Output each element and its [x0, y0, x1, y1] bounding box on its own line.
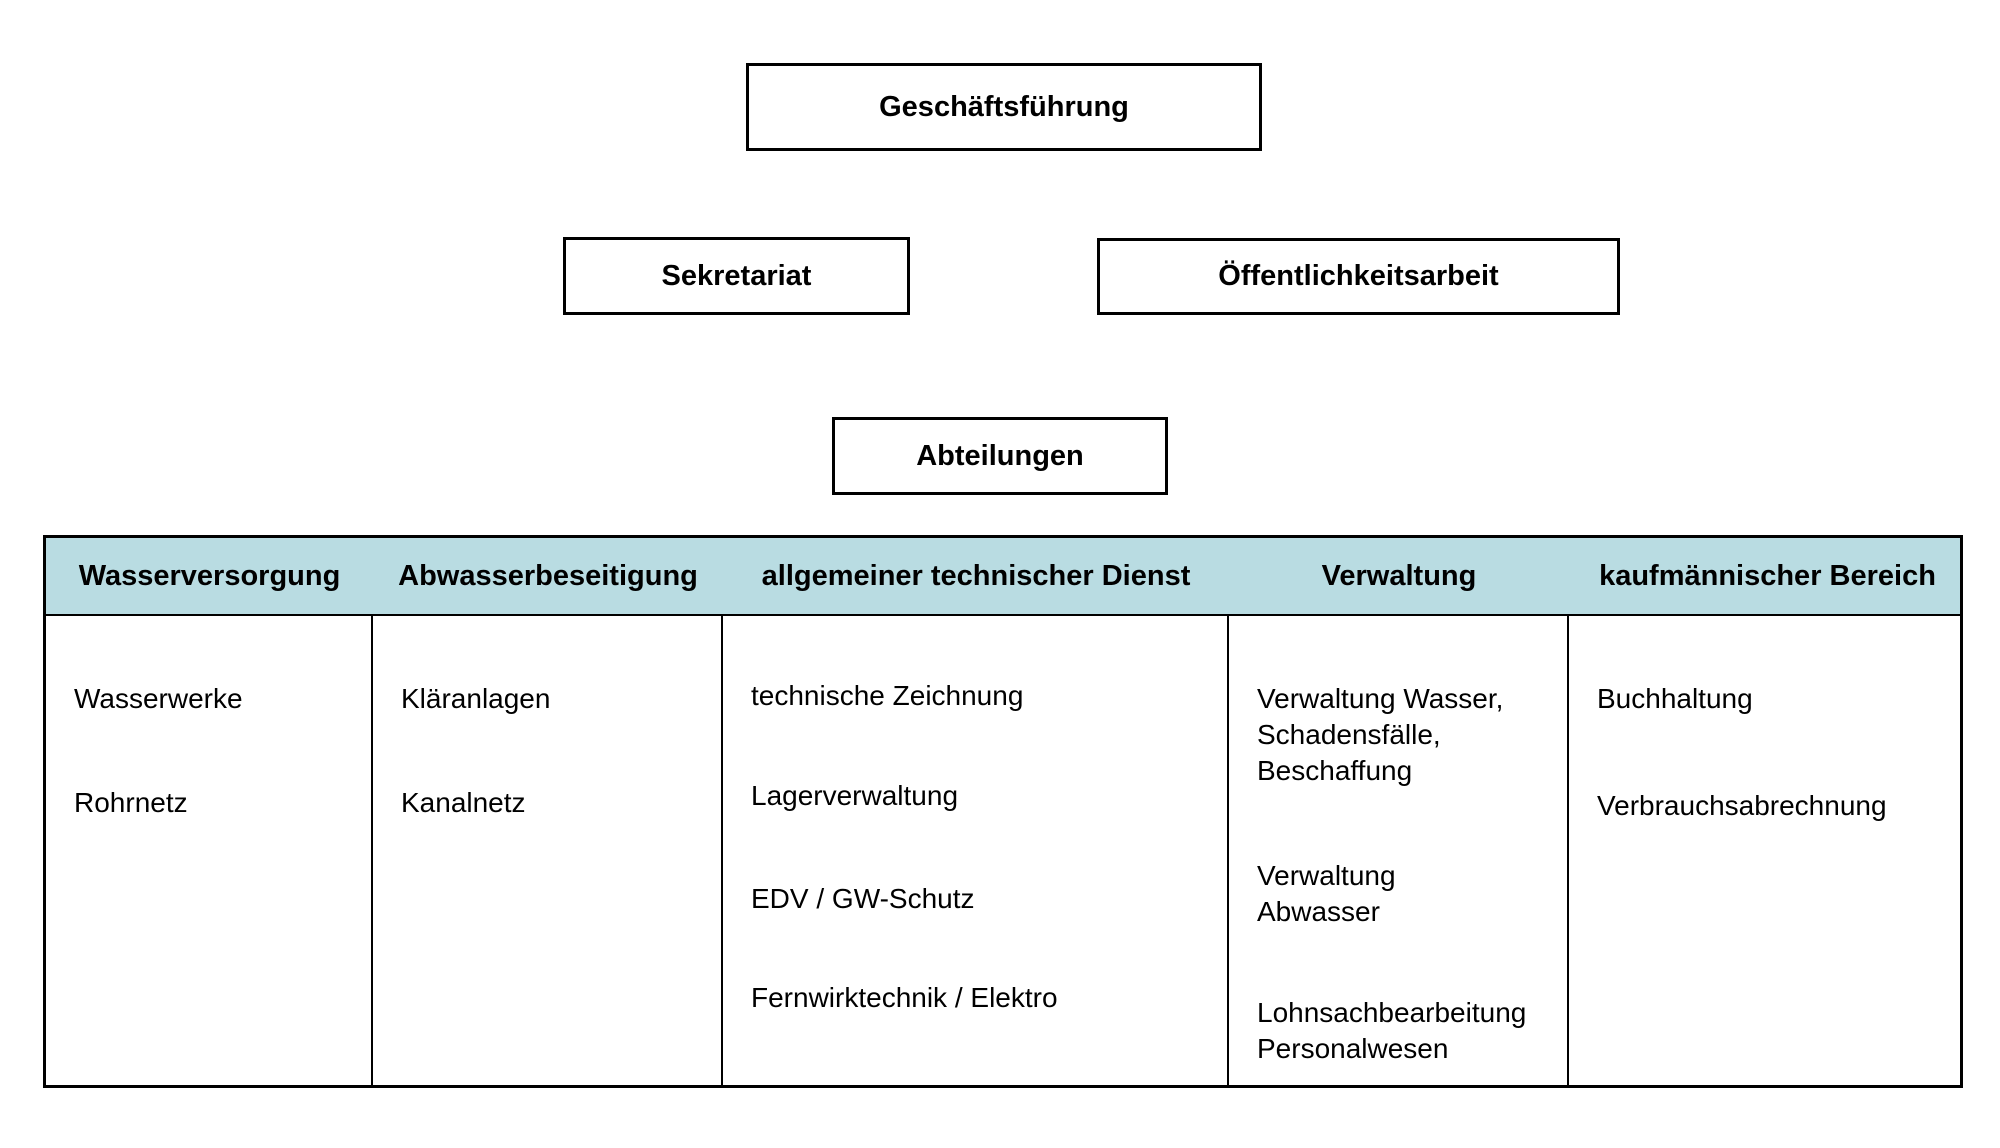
list-item: Lagerverwaltung — [751, 780, 959, 811]
public-relations-box: Öffentlichkeitsarbeit — [1097, 238, 1620, 315]
list-item: Rohrnetz — [74, 787, 188, 818]
column-verwaltung: Verwaltung Wasser, Schadensfälle, Bescha… — [1229, 616, 1569, 1085]
list-item: Verbrauchsabrechnung — [1597, 790, 1887, 821]
departments-table: Wasserversorgung Abwasserbeseitigung all… — [43, 535, 1963, 1088]
column-kaufmaennischer-bereich: Buchhaltung Verbrauchsabrechnung — [1569, 616, 1966, 1085]
list-item: Verwaltung Abwasser — [1257, 860, 1396, 927]
list-item: technische Zeichnung — [751, 680, 1024, 711]
column-allgemeiner-technischer-dienst: technische Zeichnung Lagerverwaltung EDV… — [723, 616, 1229, 1085]
header-abwasserbeseitigung: Abwasserbeseitigung — [398, 559, 698, 592]
management-box: Geschäftsführung — [746, 63, 1262, 151]
secretariat-label: Sekretariat — [661, 259, 812, 292]
list-item: Lohnsachbearbeitung Personalwesen — [1257, 997, 1527, 1064]
header-kaufmaennischer-bereich: kaufmännischer Bereich — [1599, 559, 1936, 592]
secretariat-box: Sekretariat — [563, 237, 910, 315]
list-item: EDV / GW-Schutz — [751, 883, 975, 914]
list-item: Fernwirktechnik / Elektro — [751, 982, 1058, 1013]
management-label: Geschäftsführung — [879, 90, 1129, 123]
departments-table-body: Wasserwerke Rohrnetz Kläranlagen Kanalne… — [46, 616, 1960, 1085]
departments-label: Abteilungen — [916, 439, 1084, 472]
list-item: Wasserwerke — [74, 683, 243, 714]
column-abwasserbeseitigung: Kläranlagen Kanalnetz — [373, 616, 723, 1085]
list-item: Verwaltung Wasser, Schadensfälle, Bescha… — [1257, 683, 1504, 786]
list-item: Buchhaltung — [1597, 683, 1753, 714]
header-wasserversorgung: Wasserversorgung — [78, 559, 341, 592]
list-item: Kanalnetz — [401, 787, 526, 818]
column-wasserversorgung: Wasserwerke Rohrnetz — [46, 616, 373, 1085]
departments-box: Abteilungen — [832, 417, 1168, 495]
departments-table-header-row: Wasserversorgung Abwasserbeseitigung all… — [46, 538, 1960, 616]
header-allgemeiner-technischer-dienst: allgemeiner technischer Dienst — [761, 559, 1191, 592]
header-verwaltung: Verwaltung — [1321, 559, 1477, 592]
list-item: Kläranlagen — [401, 683, 551, 714]
public-relations-label: Öffentlichkeitsarbeit — [1218, 260, 1499, 292]
